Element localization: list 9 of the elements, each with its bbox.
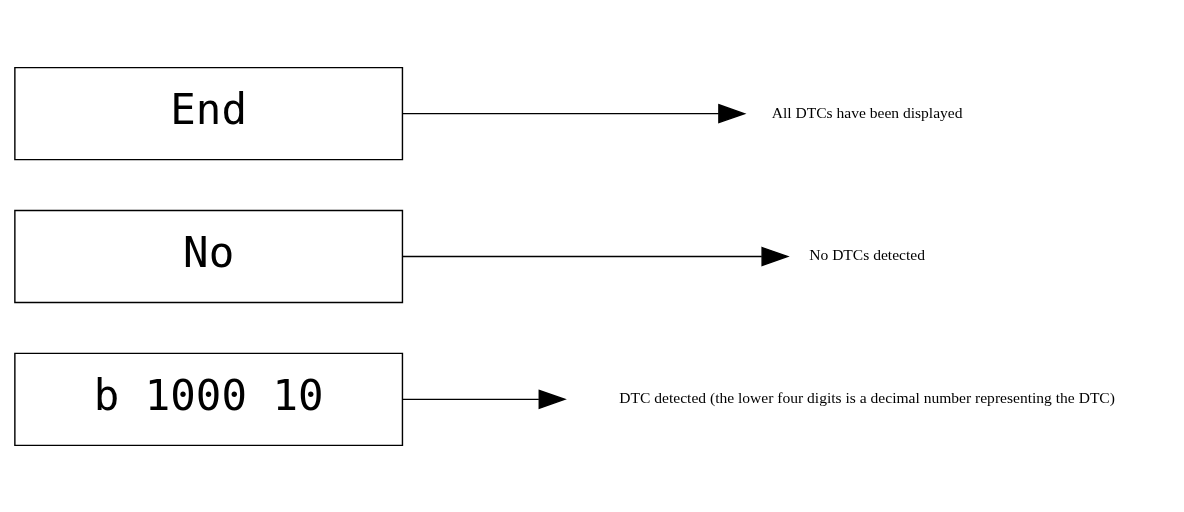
node-text: All DTCs have been displayed xyxy=(771,103,963,121)
node-text: DTC detected (the lower four digits is a decimal number representing the DTC) xyxy=(619,388,1115,406)
node-box: No xyxy=(14,209,404,303)
arrow xyxy=(402,103,747,124)
node-box: End xyxy=(14,66,404,160)
arrow xyxy=(402,388,567,409)
arrow xyxy=(402,246,790,266)
node-box: b 1000 10 xyxy=(14,352,404,446)
node-text: No DTCs detected xyxy=(809,245,925,263)
